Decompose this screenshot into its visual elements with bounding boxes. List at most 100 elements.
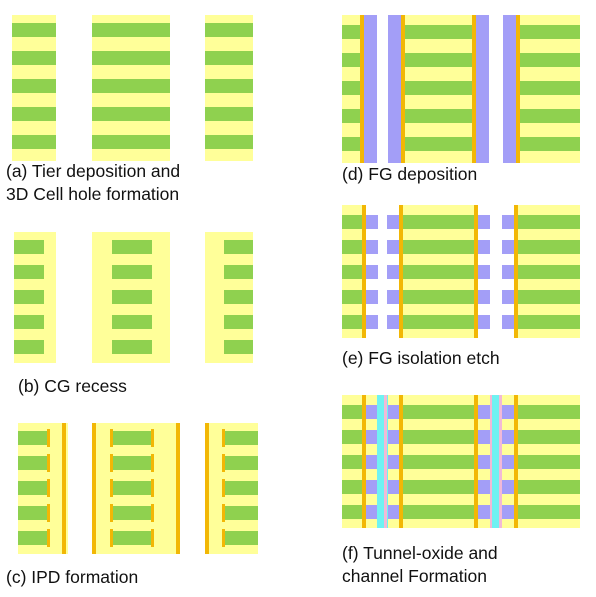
panel-c-column-1-control-gate-4: [18, 506, 48, 520]
panel-f-hole-2-fg-left-5: [478, 505, 490, 519]
panel-e-hole-1-fg-left-2: [366, 240, 378, 254]
panel-e-hole-1-fg-right-2: [387, 240, 399, 254]
panel-f-hole-2-fg-left-3: [478, 455, 490, 469]
panel-c-column-1-ipd-cap-right-2: [47, 454, 50, 472]
panel-e-hole-2-fg-left-4: [478, 290, 490, 304]
panel-d-hole-2-void: [489, 15, 503, 163]
caption-a-line-1: (a) Tier deposition and: [6, 161, 181, 181]
panel-b-column-2-control-gate-3: [112, 290, 152, 304]
panel-c-column-2-ipd-liner-1: [92, 423, 96, 554]
panel-b-column-2-control-gate-5: [112, 340, 152, 354]
caption-f-line-2: channel Formation: [342, 566, 487, 586]
panel-f-hole-2-fg-right-1: [502, 405, 514, 419]
panel-c-column-3-ipd-cap-left-4: [222, 504, 225, 522]
panel-a-column-1-control-gate-4: [12, 107, 56, 121]
panel-c-column-2-ipd-cap-left-3: [110, 479, 113, 497]
panel-c-column-1-control-gate-5: [18, 531, 48, 545]
panel-e-hole-1-ipd-left: [362, 205, 366, 338]
caption-a-line-2: 3D Cell hole formation: [6, 184, 180, 204]
panel-e-hole-2-fg-right-4: [502, 290, 514, 304]
panel-e-hole-1-fg-right-3: [387, 265, 399, 279]
panel-f-hole-2-ipd-left: [474, 395, 478, 528]
panel-c-column-2-ipd-cap-left-4: [110, 504, 113, 522]
panel-f-hole-2-ipd-right: [514, 395, 518, 528]
panel-f-hole-1-tunnel-oxide-right: [384, 395, 387, 528]
caption-e: (e) FG isolation etch: [342, 348, 500, 368]
caption-c: (c) IPD formation: [6, 567, 139, 587]
panel-f-hole-1-fg-right-3: [387, 455, 399, 469]
panel-f-hole-2-fg-right-5: [502, 505, 514, 519]
panel-e-hole-1-fg-left-1: [366, 215, 378, 229]
panel-a-column-3-control-gate-2: [205, 51, 253, 65]
panel-a-column-2-control-gate-3: [92, 79, 170, 93]
panel-a-column-1-control-gate-3: [12, 79, 56, 93]
panel-a-column-2-control-gate-1: [92, 23, 170, 37]
panel-e-hole-2-fg-left-5: [478, 315, 490, 329]
panel-c-column-3-ipd-cap-left-1: [222, 429, 225, 447]
panel-c-column-3-control-gate-4: [224, 506, 258, 520]
panel-f-hole-1-fg-right-2: [387, 430, 399, 444]
panel-e-hole-1-fg-right-5: [387, 315, 399, 329]
panel-c-column-2-control-gate-3: [112, 481, 152, 495]
panel-f-hole-2-fg-right-2: [502, 430, 514, 444]
caption-b: (b) CG recess: [18, 376, 127, 396]
panel-a-column-3-control-gate-3: [205, 79, 253, 93]
panel-c-column-1-ipd-cap-right-5: [47, 529, 50, 547]
panel-a-column-2-control-gate-4: [92, 107, 170, 121]
caption-f-line-1: (f) Tunnel-oxide and: [342, 543, 498, 563]
panel-b-column-2-control-gate-1: [112, 240, 152, 254]
panel-c-column-1-ipd-cap-right-3: [47, 479, 50, 497]
panel-f-hole-1-channel-right: [377, 395, 384, 528]
panel-b-column-1-control-gate-3: [14, 290, 44, 304]
panel-b-column-2-control-gate-2: [112, 265, 152, 279]
panel-b-column-3-control-gate-4: [224, 315, 253, 329]
panel-e-hole-1-fg-left-4: [366, 290, 378, 304]
panel-a-column-2-control-gate-2: [92, 51, 170, 65]
panel-b-column-2-control-gate-4: [112, 315, 152, 329]
panel-f-hole-1-ipd-right: [399, 395, 403, 528]
panel-c-column-2-ipd-liner-2: [176, 423, 180, 554]
panel-b-column-3-control-gate-1: [224, 240, 253, 254]
panel-f-hole-1-fg-left-4: [366, 480, 378, 494]
panel-f-hole-1-fg-right-1: [387, 405, 399, 419]
panel-f-hole-1-fg-left-5: [366, 505, 378, 519]
panel-f-hole-2-fg-right-3: [502, 455, 514, 469]
panel-c-column-1-control-gate-1: [18, 431, 48, 445]
panel-b-column-1-control-gate-5: [14, 340, 44, 354]
panel-c-column-2-control-gate-2: [112, 456, 152, 470]
panel-c-column-2-ipd-cap-right-4: [151, 504, 154, 522]
panel-e-hole-2-ipd-left: [474, 205, 478, 338]
panel-f-hole-1-fg-right-4: [387, 480, 399, 494]
panel-a-column-3-control-gate-1: [205, 23, 253, 37]
panel-e-hole-1-fg-right-4: [387, 290, 399, 304]
panel-f-hole-2-tunnel-oxide-right: [499, 395, 502, 528]
panel-b-column-3-control-gate-2: [224, 265, 253, 279]
panel-f-hole-1-ipd-left: [362, 395, 366, 528]
panel-e-hole-2-fg-right-3: [502, 265, 514, 279]
panel-c-column-3-ipd-cap-left-5: [222, 529, 225, 547]
panel-a-column-3-control-gate-5: [205, 135, 253, 149]
panel-f-hole-2-tunnel-oxide-left: [490, 395, 493, 528]
panel-a-column-2-control-gate-5: [92, 135, 170, 149]
panel-e-hole-1-ipd-right: [399, 205, 403, 338]
panel-e-hole-1-fg-left-3: [366, 265, 378, 279]
panel-b-column-1-control-gate-4: [14, 315, 44, 329]
panel-b-column-3-control-gate-3: [224, 290, 253, 304]
panel-c-column-1-control-gate-3: [18, 481, 48, 495]
panel-c-column-3-control-gate-5: [224, 531, 258, 545]
panel-c-column-2-control-gate-4: [112, 506, 152, 520]
panel-c-column-2-control-gate-5: [112, 531, 152, 545]
panel-f-hole-2-fg-left-1: [478, 405, 490, 419]
panel-c-column-3-control-gate-3: [224, 481, 258, 495]
panel-f-hole-1-fg-left-2: [366, 430, 378, 444]
panel-e-hole-1-fg-left-5: [366, 315, 378, 329]
panel-f-hole-2-fg-left-4: [478, 480, 490, 494]
panel-a-column-1-control-gate-5: [12, 135, 56, 149]
panel-a-column-1-control-gate-1: [12, 23, 56, 37]
panel-c-column-3-ipd-cap-left-3: [222, 479, 225, 497]
panel-b-column-1-control-gate-2: [14, 265, 44, 279]
panel-f-hole-1-fg-left-3: [366, 455, 378, 469]
panel-f-hole-1-fg-left-1: [366, 405, 378, 419]
